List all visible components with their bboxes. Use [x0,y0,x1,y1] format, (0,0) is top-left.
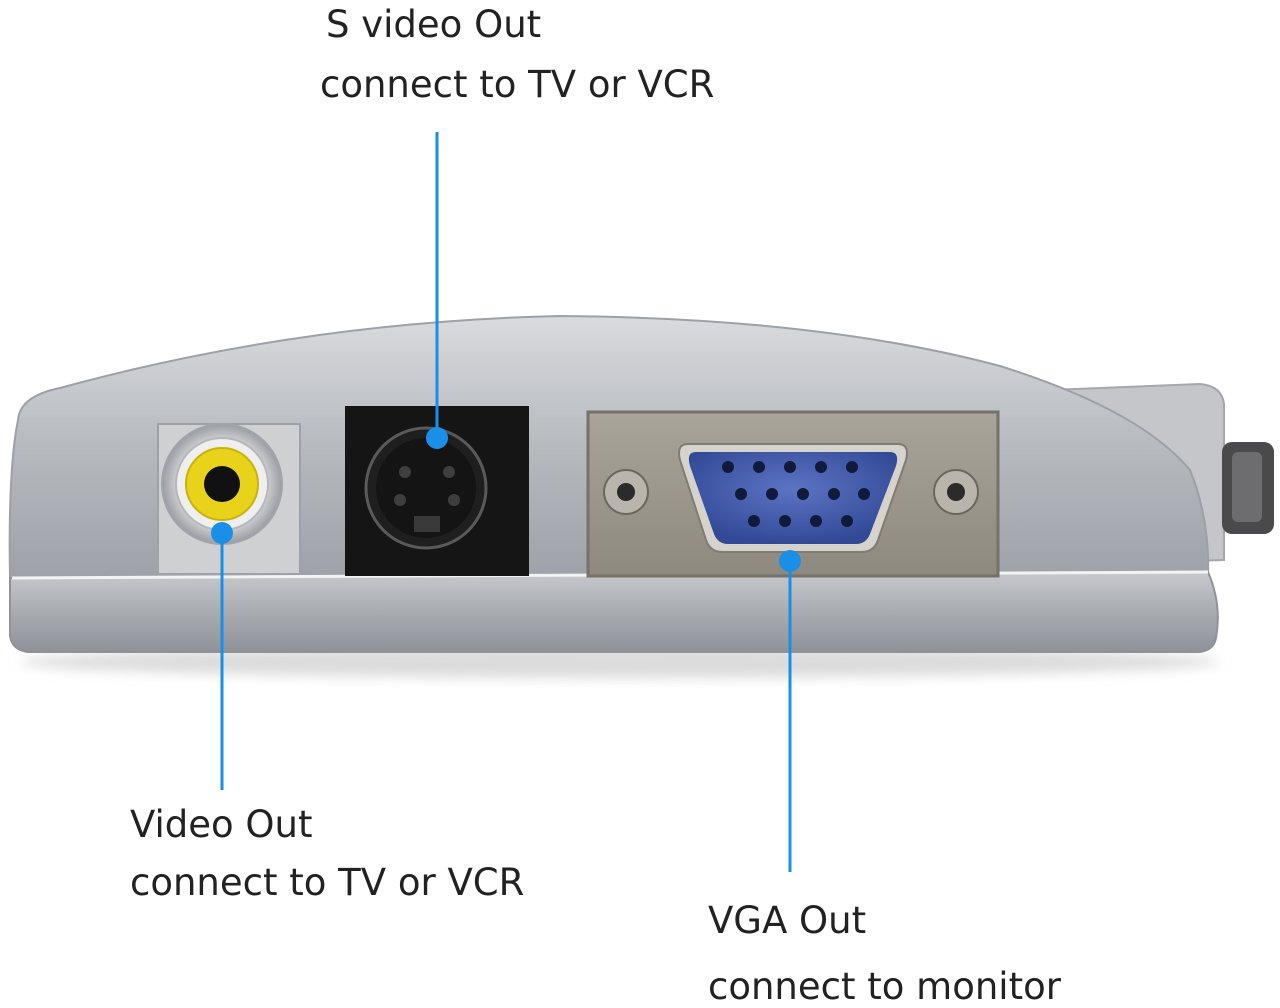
vga-leader-dot [779,550,801,572]
vga-callout: VGA Out connect to monitor [708,898,1128,1006]
rca-video-port [157,423,301,575]
svideo-callout-desc: connect to TV or VCR [320,63,715,106]
video-callout: Video Out connect to TV or VCR [130,800,550,910]
video-leader-dot [211,522,233,544]
video-callout-desc: connect to TV or VCR [130,861,525,904]
vga-callout-title: VGA Out [708,899,867,942]
vga-port [586,410,1000,578]
video-callout-title: Video Out [130,803,313,846]
device-shadow [20,646,1220,678]
vga-callout-desc: connect to monitor [708,965,1061,1008]
svideo-leader-dot [426,427,448,449]
svideo-callout: S video Out connect to TV or VCR [320,0,740,110]
device-lip [9,570,1219,653]
svideo-callout-title: S video Out [326,3,542,46]
